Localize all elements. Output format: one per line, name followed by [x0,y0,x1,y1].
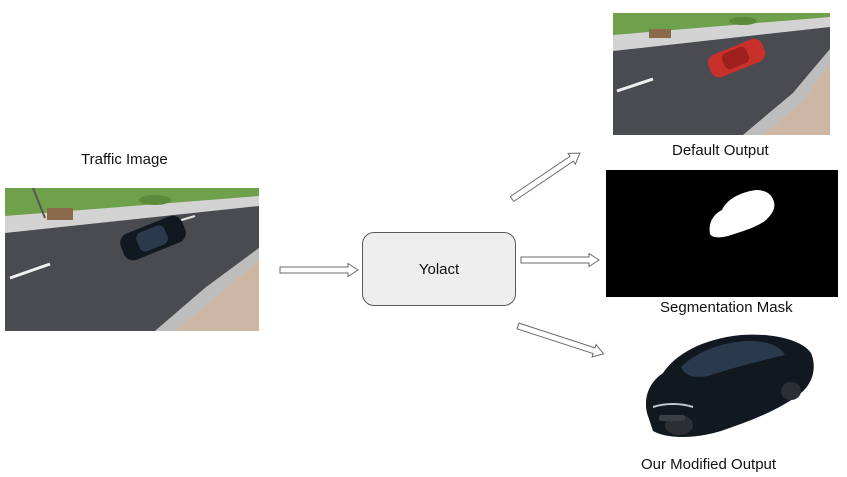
traffic-image-label: Traffic Image [81,151,168,168]
modified-output-label: Our Modified Output [641,456,777,473]
traffic-image [5,188,259,331]
model-to-default-arrow [509,152,581,203]
traffic-photo-icon [5,188,259,331]
modified-output-image [641,333,816,441]
default-output-label: Default Output [672,142,769,159]
input-to-model-arrow [279,262,359,278]
car-silhouette-mask-icon [606,170,838,297]
default-output-image [613,13,830,135]
isolated-black-car-icon [645,334,814,437]
segmentation-mask-image [606,170,838,297]
yolact-model-box: Yolact [362,232,516,306]
traffic-photo-red-car-icon [613,13,830,135]
model-to-mask-arrow [520,252,600,268]
model-to-modified-arrow [516,322,605,358]
segmentation-mask-label: Segmentation Mask [660,299,793,316]
yolact-label: Yolact [418,260,460,278]
